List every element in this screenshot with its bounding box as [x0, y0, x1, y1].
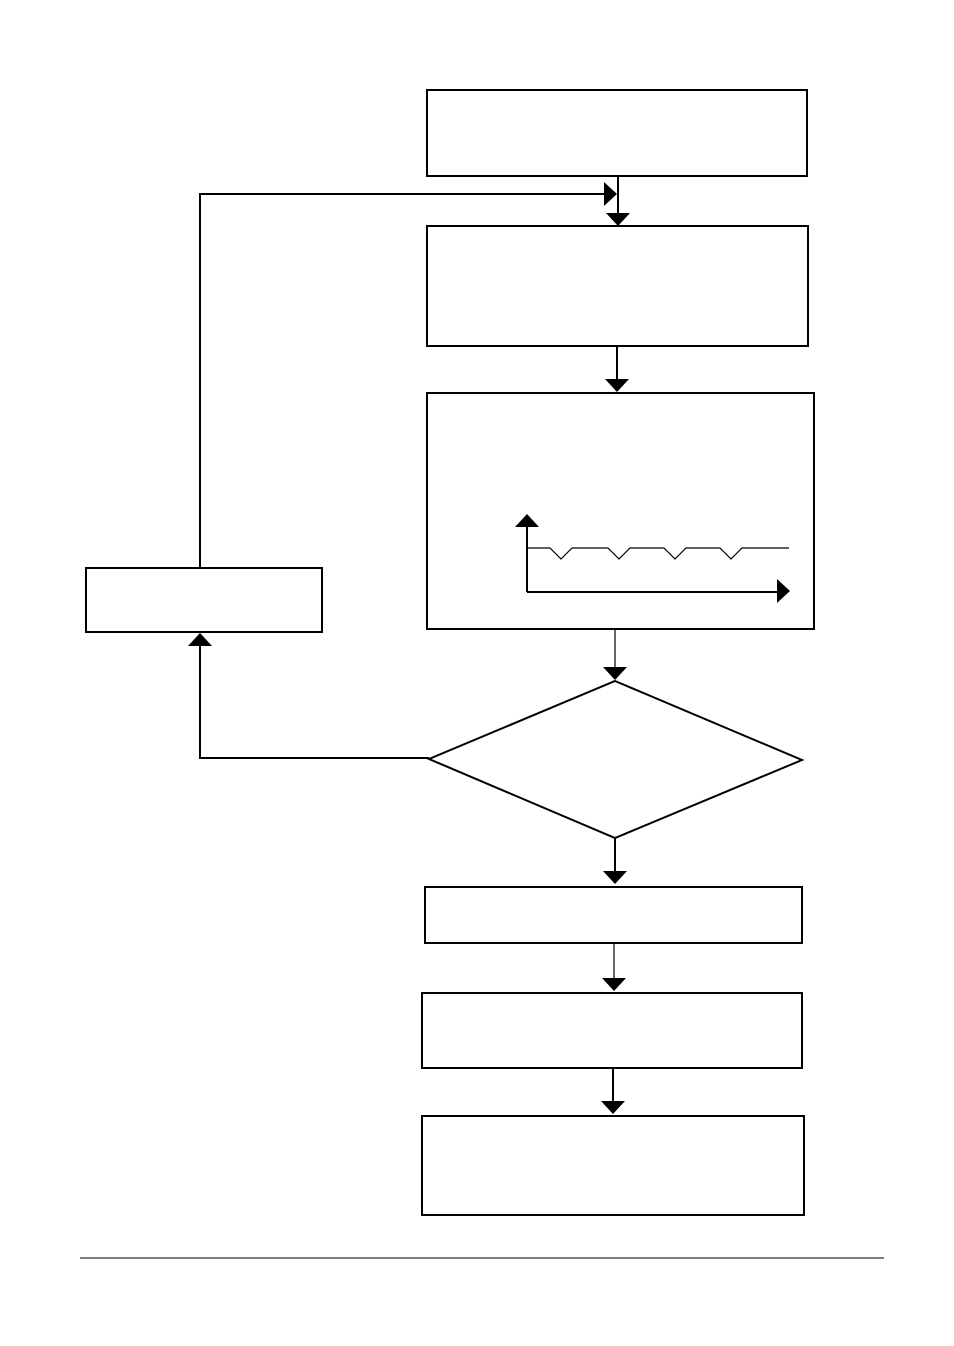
edge-loop-step-to-step-2 [199, 182, 617, 568]
node-step-5 [421, 992, 803, 1069]
node-decision-1 [426, 679, 805, 840]
node-decision-1-diamond [426, 679, 805, 840]
node-step-2-box [426, 225, 809, 347]
arrow-down-icon [602, 978, 626, 991]
node-step-6 [421, 1115, 805, 1216]
arrow-down-icon [603, 667, 627, 680]
node-step-4-box [424, 886, 803, 944]
node-step-1 [426, 89, 808, 177]
edge-line [199, 193, 604, 568]
arrow-down-icon [603, 871, 627, 884]
arrow-down-icon [601, 1101, 625, 1114]
edge-decision-1-to-loop-step [188, 633, 429, 759]
waveform-signal [527, 547, 789, 560]
node-loop-step [85, 567, 323, 633]
edge-step-2-to-step-3 [605, 346, 629, 392]
edge-step-1-to-step-2 [606, 176, 630, 226]
edge-line [199, 645, 429, 759]
edge-step-3-to-decision-1 [603, 629, 627, 680]
arrow-down-icon [605, 379, 629, 392]
node-step-1-box [426, 89, 808, 177]
node-step-6-box [421, 1115, 805, 1216]
node-step-3 [426, 392, 815, 630]
node-step-2 [426, 225, 809, 347]
waveform-graph [515, 514, 790, 603]
arrow-down-icon [606, 213, 630, 226]
arrow-up-icon [188, 633, 212, 646]
node-step-3-box [426, 392, 815, 630]
node-step-4 [424, 886, 803, 944]
edge-step-4-to-step-5 [602, 943, 626, 991]
edge-decision-1-to-step-4 [603, 838, 627, 884]
arrow-right-icon [604, 182, 617, 206]
node-loop-step-box [85, 567, 323, 633]
waveform-y-axis-arrow-icon [515, 514, 539, 527]
edge-step-5-to-step-6 [601, 1068, 625, 1114]
node-step-5-box [421, 992, 803, 1069]
waveform-x-axis-arrow-icon [777, 579, 790, 603]
